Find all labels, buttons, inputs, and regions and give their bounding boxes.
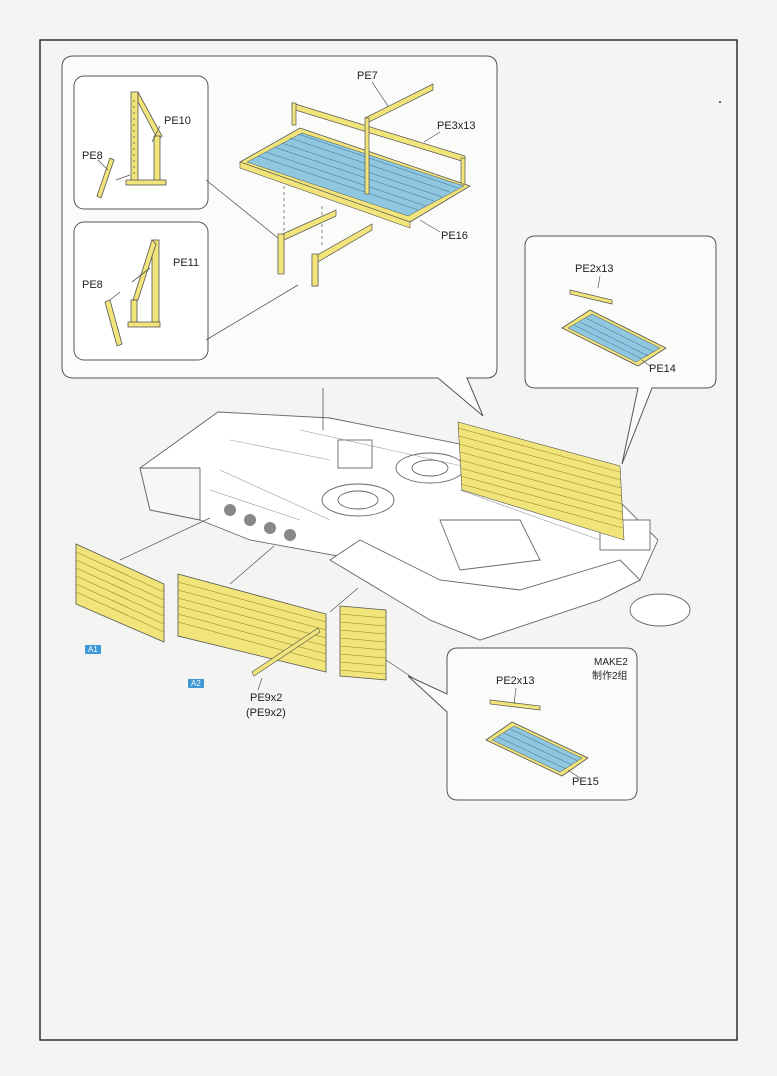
label-pe3x13: PE3x13 xyxy=(437,120,476,132)
label-pe8-bottom: PE8 xyxy=(82,279,103,291)
slat-panel-a1 xyxy=(75,543,165,643)
pe10-bracket xyxy=(96,91,167,199)
rail-pe3 xyxy=(291,102,466,185)
label-make2-cn: 制作2组 xyxy=(592,671,628,682)
label-pe2x13-bottom: PE2x13 xyxy=(496,675,535,687)
platform-pe16 xyxy=(239,127,471,229)
side-slat-armor xyxy=(457,421,625,541)
rail-pe7 xyxy=(364,83,434,195)
label-pe16: PE16 xyxy=(441,230,468,242)
label-pe10: PE10 xyxy=(164,115,191,127)
label-pe15: PE15 xyxy=(572,776,599,788)
badge-a1: A1 xyxy=(85,645,101,654)
label-pe9x2: PE9x2 xyxy=(250,692,283,704)
label-pe2x13-right: PE2x13 xyxy=(575,263,614,275)
slat-panel-small xyxy=(339,605,387,681)
label-pe9x2-alt: (PE9x2) xyxy=(246,707,286,719)
label-pe14: PE14 xyxy=(649,363,676,375)
slat-panel-a2 xyxy=(177,573,327,677)
badge-a2: A2 xyxy=(188,679,204,688)
support-brackets xyxy=(277,209,373,287)
platform-pe15 xyxy=(485,699,589,777)
label-pe11: PE11 xyxy=(173,257,200,269)
inset-pe10 xyxy=(73,75,209,210)
platform-pe14 xyxy=(561,289,667,367)
pe11-bracket xyxy=(104,239,161,347)
label-pe7: PE7 xyxy=(357,70,378,82)
page-border xyxy=(39,39,738,1041)
label-make2: MAKE2 xyxy=(594,657,628,668)
label-pe8-top: PE8 xyxy=(82,150,103,162)
